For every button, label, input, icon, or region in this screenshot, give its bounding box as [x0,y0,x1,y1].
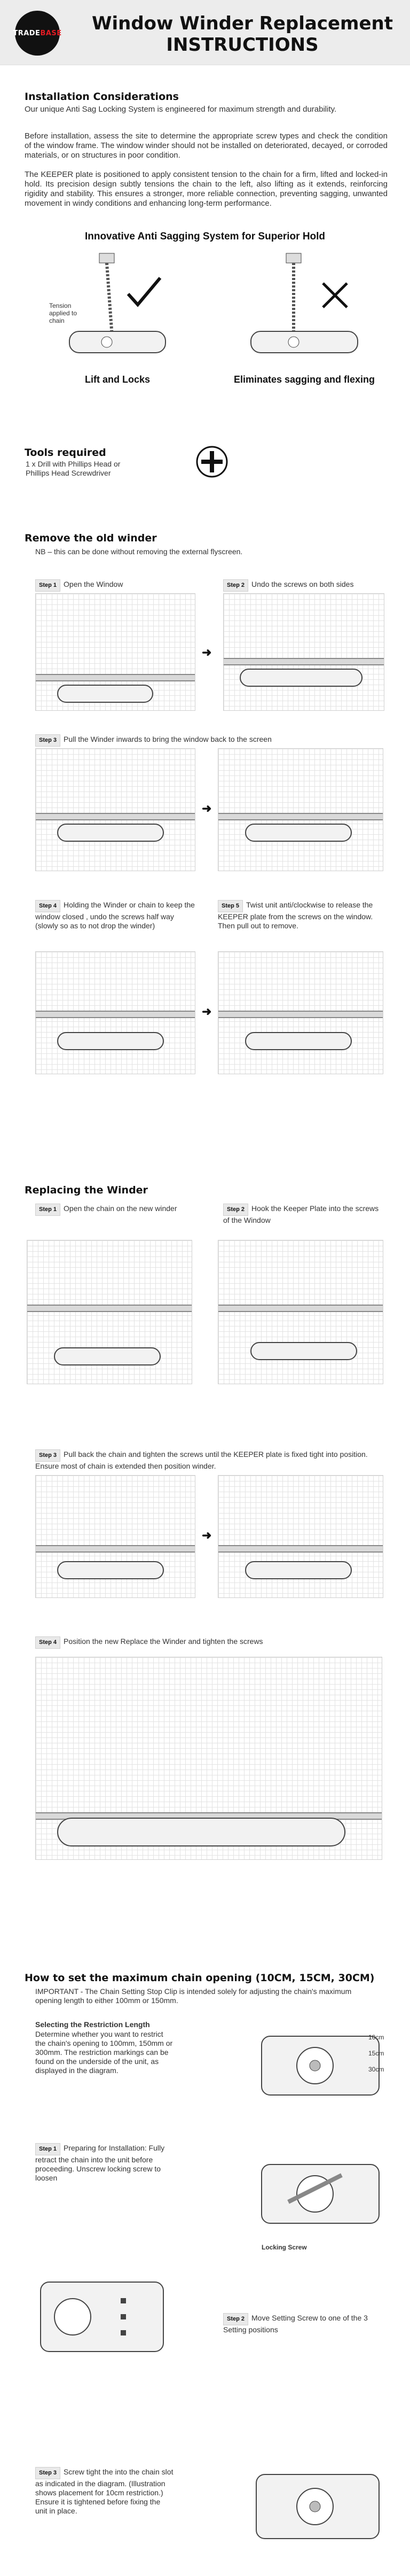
replace-heading: Replacing the Winder [25,1184,148,1196]
tools-heading: Tools required [25,447,106,459]
install-p1: Our unique Anti Sag Locking System is en… [25,105,337,114]
replace-step-1-image [27,1240,192,1384]
step-tag: Step 3 [35,2467,61,2479]
replace-step-4-image [35,1657,382,1860]
replace-step-2-image [218,1240,383,1384]
tension-note: Tension applied to chain [49,302,77,324]
remove-step-3-image-b [218,748,383,871]
step-text: Preparing for Installation: Fully retrac… [35,2144,165,2182]
step-text: Hook the Keeper Plate into the screws of… [223,1204,379,1224]
title-line-1: Window Winder Replacement [91,13,393,34]
mark-10: 10cm [368,2034,384,2041]
tightened-screw-diagram [256,2474,380,2539]
step-text: Screw tight the into the chain slot as i… [35,2468,174,2515]
step-text: Holding the Winder or chain to keep the … [35,901,195,930]
max-chain-heading: How to set the maximum chain opening (10… [25,1972,375,1984]
replace-step-3-image-b [218,1475,383,1598]
page-header: TRADEBASE Window Winder Replacement INST… [0,0,410,65]
step-tag: Step 3 [35,1449,61,1462]
step-text: Twist unit anti/clockwise to release the… [218,901,373,930]
anti-sag-heading: Innovative Anti Sagging System for Super… [84,231,326,242]
step-tag: Step 4 [35,1636,61,1649]
tradebase-logo: TRADEBASE [13,11,62,56]
remove-step-1-image [35,593,195,711]
step-text: Move Setting Screw to one of the 3 Setti… [223,2314,368,2334]
step-tag: Step 5 [218,900,243,912]
step-tag: Step 2 [223,1204,249,1216]
step-text: Pull back the chain and tighten the scre… [35,1450,368,1470]
locking-screw-diagram [261,2164,380,2224]
locking-screw-label: Locking Screw [262,2244,307,2251]
logo-accent: BASE [40,29,62,37]
remove-step-3-image-a [35,748,195,871]
logo-text: TRADE [13,29,41,37]
page-title: Window Winder Replacement INSTRUCTIONS [85,13,399,56]
step-tag: Step 1 [35,1204,61,1216]
important-note: IMPORTANT - The Chain Setting Stop Clip … [35,1987,352,2005]
arrow-right-icon: ➜ [202,1005,212,1018]
step-tag: Step 2 [223,579,249,592]
step-tag: Step 1 [35,2143,61,2155]
install-p2: Before installation, assess the site to … [25,131,388,160]
replace-step-3-image-a [35,1475,195,1598]
step-tag: Step 4 [35,900,61,912]
step-tag: Step 2 [223,2313,249,2325]
step-tag: Step 3 [35,734,61,747]
lift-locks-diagram [69,253,166,353]
mark-15: 15cm [368,2050,384,2057]
install-p3: The KEEPER plate is positioned to apply … [25,170,388,208]
title-line-2: INSTRUCTIONS [166,34,319,56]
no-sag-diagram [250,253,358,353]
remove-heading: Remove the old winder [25,532,157,544]
selecting-title: Selecting the Restriction Length [35,2020,150,2029]
remove-step-5-image [218,951,383,1074]
tools-line-2: Phillips Head Screwdriver [26,469,111,477]
step-text: Undo the screws on both sides [251,580,354,588]
step-tag: Step 1 [35,579,61,592]
restriction-diagram [261,2036,380,2096]
remove-step-2-image [223,593,384,711]
step-text: Open the Window [64,580,123,588]
step-text: Pull the Winder inwards to bring the win… [64,735,272,743]
no-sag-caption: Eliminates sagging and flexing [233,374,375,385]
lift-locks-caption: Lift and Locks [84,374,150,385]
step-text: Open the chain on the new winder [64,1204,177,1213]
tools-line-1: 1 x Drill with Phillips Head or [26,460,121,468]
arrow-right-icon: ➜ [202,802,212,815]
arrow-right-icon: ➜ [202,1528,212,1542]
mark-30: 30cm [368,2066,384,2073]
remove-nb: NB – this can be done without removing t… [35,547,243,556]
phillips-screw-icon [196,446,228,478]
step-text: Position the new Replace the Winder and … [64,1637,263,1646]
arrow-right-icon: ➜ [202,646,212,659]
selecting-text: Determine whether you want to restrict t… [35,2030,173,2075]
remove-step-4-image [35,951,195,1074]
setting-screw-diagram [40,2282,164,2352]
install-heading: Installation Considerations [25,91,179,103]
